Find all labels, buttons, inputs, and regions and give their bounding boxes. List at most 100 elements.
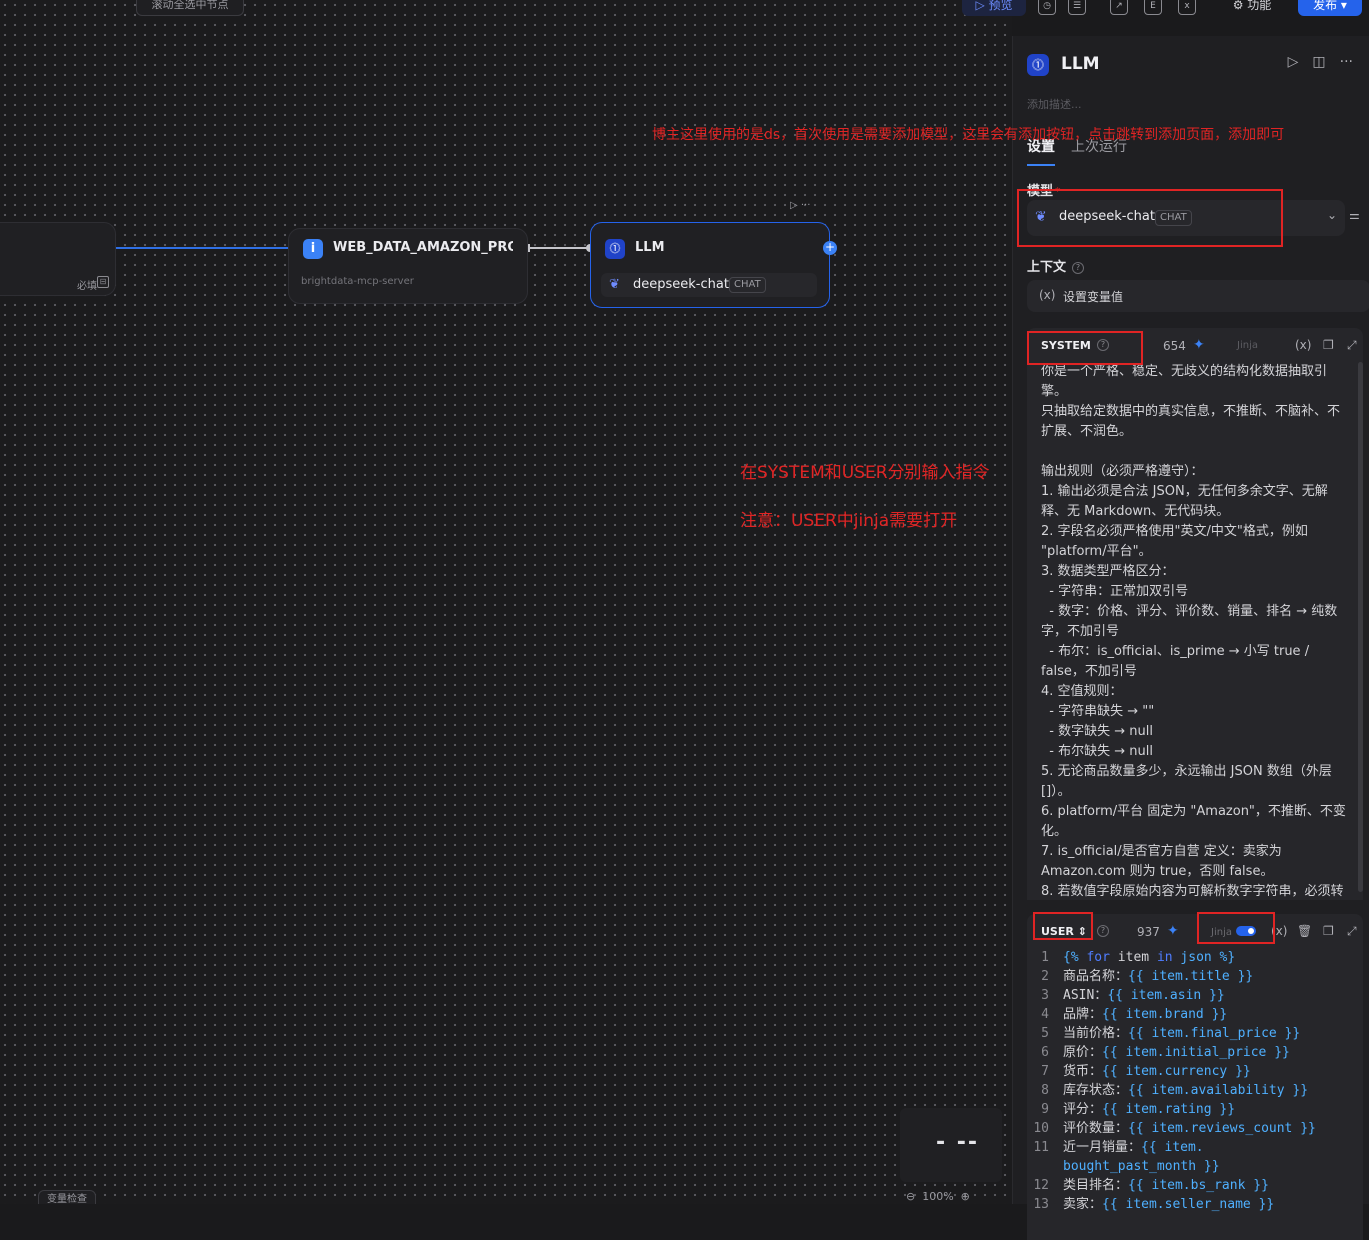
tab-settings[interactable]: 设置: [1027, 136, 1055, 166]
insert-variable-icon[interactable]: (x): [1295, 338, 1312, 352]
code-label: ASIN：: [1063, 988, 1108, 1003]
line-number: 2: [1041, 969, 1049, 984]
code-text: 评价数量：{{ item.reviews_count }}: [1063, 1119, 1363, 1138]
code-label: 评价数量：: [1063, 1121, 1129, 1136]
annotation-model: 博主这里使用的是ds，首次使用是需要添加模型，这里会有添加按钮，点击跳转到添加页…: [652, 127, 1285, 143]
scrollbar[interactable]: [1358, 362, 1363, 892]
edge-web-to-llm: [528, 244, 594, 252]
add-node-plus-icon[interactable]: +: [823, 240, 837, 255]
code-label: 类目排名：: [1063, 1178, 1129, 1193]
env-icon[interactable]: E: [1144, 0, 1162, 15]
edge-prev-to-web: [116, 247, 288, 249]
ai-generate-icon[interactable]: ✦: [1167, 923, 1179, 939]
code-expression: {{ item.rating }}: [1102, 1102, 1236, 1117]
code-label: 货币：: [1063, 1064, 1103, 1079]
help-icon: ?: [1097, 925, 1109, 937]
copy-icon[interactable]: ❐: [1323, 338, 1334, 352]
code-text: 品牌：{{ item.brand }}: [1063, 1005, 1363, 1024]
workflow-canvas[interactable]: 滚动全选中节点 必填 ⊟ i WEB_DATA_AMAZON_PROI brig…: [0, 0, 1012, 1204]
code-expression: {{ item.seller_name }}: [1102, 1197, 1275, 1212]
more-icon[interactable]: ···: [1339, 54, 1353, 70]
node-previous[interactable]: 必填 ⊟: [0, 222, 116, 296]
node-llm-toolbar[interactable]: ▷ ···: [790, 200, 811, 211]
code-label: 库存状态：: [1063, 1083, 1129, 1098]
copy-icon[interactable]: ❐: [1323, 924, 1334, 938]
line-number: 11: [1033, 1140, 1049, 1155]
code-label: 品牌：: [1063, 1007, 1103, 1022]
code-token: {%: [1063, 950, 1087, 965]
checklist-icon[interactable]: ☰: [1068, 0, 1086, 15]
zoom-in-icon[interactable]: ⊕: [960, 1190, 970, 1203]
variable-check-button[interactable]: 变量检查: [38, 1190, 96, 1204]
user-role-select[interactable]: USER ⇕: [1041, 925, 1087, 938]
expand-icon[interactable]: ⤢: [1347, 924, 1357, 938]
code-token: json %}: [1172, 950, 1236, 965]
char-count: 937: [1137, 925, 1160, 939]
code-text: ASIN：{{ item.asin }}: [1063, 986, 1363, 1005]
code-text: 近一月销量：{{ item. bought_past_month }}: [1063, 1138, 1363, 1176]
code-expression: {{ item. bought_past_month }}: [1063, 1140, 1220, 1174]
panel-title: LLM: [1061, 54, 1100, 74]
llm-icon: ⓵: [605, 239, 625, 259]
delete-icon[interactable]: 🗑: [1297, 924, 1313, 938]
tab-last-run[interactable]: 上次运行: [1071, 139, 1127, 155]
node-subtitle: brightdata-mcp-server: [301, 276, 414, 287]
code-line: 8 库存状态：{{ item.availability }}: [1027, 1081, 1363, 1100]
model-name: deepseek-chat: [633, 277, 729, 292]
code-expression: {{ item.reviews_count }}: [1128, 1121, 1316, 1136]
export-icon[interactable]: ↗: [1110, 0, 1128, 15]
split-view-icon[interactable]: ◫: [1312, 54, 1326, 70]
code-line: 1{% for item in json %}: [1027, 948, 1363, 967]
code-text: 库存状态：{{ item.availability }}: [1063, 1081, 1363, 1100]
system-prompt-text[interactable]: 你是一个严格、稳定、无歧义的结构化数据抽取引擎。 只抽取给定数据中的真实信息，不…: [1041, 364, 1346, 899]
code-token: in: [1156, 950, 1173, 965]
jinja-toggle[interactable]: Jinja: [1211, 926, 1256, 938]
node-llm[interactable]: ⓵ LLM ❦ deepseek-chat CHAT +: [590, 222, 837, 308]
description-input[interactable]: 添加描述...: [1027, 98, 1082, 111]
code-line: 2 商品名称：{{ item.title }}: [1027, 967, 1363, 986]
node-web-data-amazon[interactable]: i WEB_DATA_AMAZON_PROI brightdata-mcp-se…: [288, 228, 528, 304]
zoom-control[interactable]: ⊖ 100% ⊕: [906, 1190, 998, 1204]
help-icon: ?: [1072, 262, 1085, 274]
context-variable-select[interactable]: (x) 设置变量值: [1027, 280, 1369, 312]
model-name: deepseek-chat: [1059, 209, 1155, 224]
model-select[interactable]: ❦ deepseek-chat CHAT ⌄: [1027, 200, 1345, 236]
line-number: 13: [1033, 1197, 1049, 1212]
user-prompt-editor[interactable]: USER ⇕ ? 937 ✦ Jinja (x) 🗑 ❐ ⤢ 1{% for i…: [1027, 914, 1363, 1240]
llm-settings-panel: ⓵ LLM ▷◫··· 添加描述... 设置 上次运行 模型* ❦ deepse…: [1012, 36, 1369, 1240]
model-params-icon[interactable]: ⚌: [1349, 208, 1360, 222]
run-icon[interactable]: ▷: [1287, 54, 1299, 70]
code-text: {% for item in json %}: [1063, 948, 1363, 967]
jinja-toggle[interactable]: Jinja: [1237, 340, 1258, 351]
select-hint-button[interactable]: 滚动全选中节点: [136, 0, 244, 16]
line-number: 7: [1041, 1064, 1049, 1079]
highlight-user: [1033, 912, 1093, 940]
line-number: 10: [1033, 1121, 1049, 1136]
code-line: 11 近一月销量：{{ item. bought_past_month }}: [1027, 1138, 1363, 1176]
ai-generate-icon[interactable]: ✦: [1193, 337, 1205, 353]
context-label: 上下文?: [1027, 256, 1085, 275]
code-label: 评分：: [1063, 1102, 1103, 1117]
publish-button[interactable]: 发布 ▾: [1298, 0, 1362, 16]
history-icon[interactable]: ◷: [1038, 0, 1056, 15]
user-prompt-code[interactable]: 1{% for item in json %} 2 商品名称：{{ item.tit…: [1027, 948, 1363, 1214]
preview-button[interactable]: ▷ 预览: [962, 0, 1026, 16]
deepseek-whale-icon: ❦: [1035, 209, 1047, 225]
top-toolbar: ▷ 预览 ◷ ☰ ↗ E x ⚙ 功能 发布 ▾: [960, 0, 1369, 20]
code-text: 商品名称：{{ item.title }}: [1063, 967, 1363, 986]
insert-variable-icon[interactable]: (x): [1271, 924, 1288, 938]
line-number: 5: [1041, 1026, 1049, 1041]
variable-icon[interactable]: x: [1178, 0, 1196, 15]
expand-icon[interactable]: ⤢: [1347, 338, 1357, 352]
line-number: 8: [1041, 1083, 1049, 1098]
zoom-out-icon[interactable]: ⊖: [906, 1190, 916, 1203]
minimap[interactable]: - --: [900, 1108, 1002, 1182]
code-expression: {{ item.currency }}: [1102, 1064, 1251, 1079]
line-number: 3: [1041, 988, 1049, 1003]
system-prompt-editor[interactable]: SYSTEM ? 654 ✦ Jinja (x) ❐ ⤢ 你是一个严格、稳定、无…: [1027, 328, 1363, 900]
context-value: 设置变量值: [1063, 290, 1124, 304]
highlight-system: [1027, 331, 1143, 365]
function-button[interactable]: ⚙ 功能: [1232, 0, 1272, 12]
